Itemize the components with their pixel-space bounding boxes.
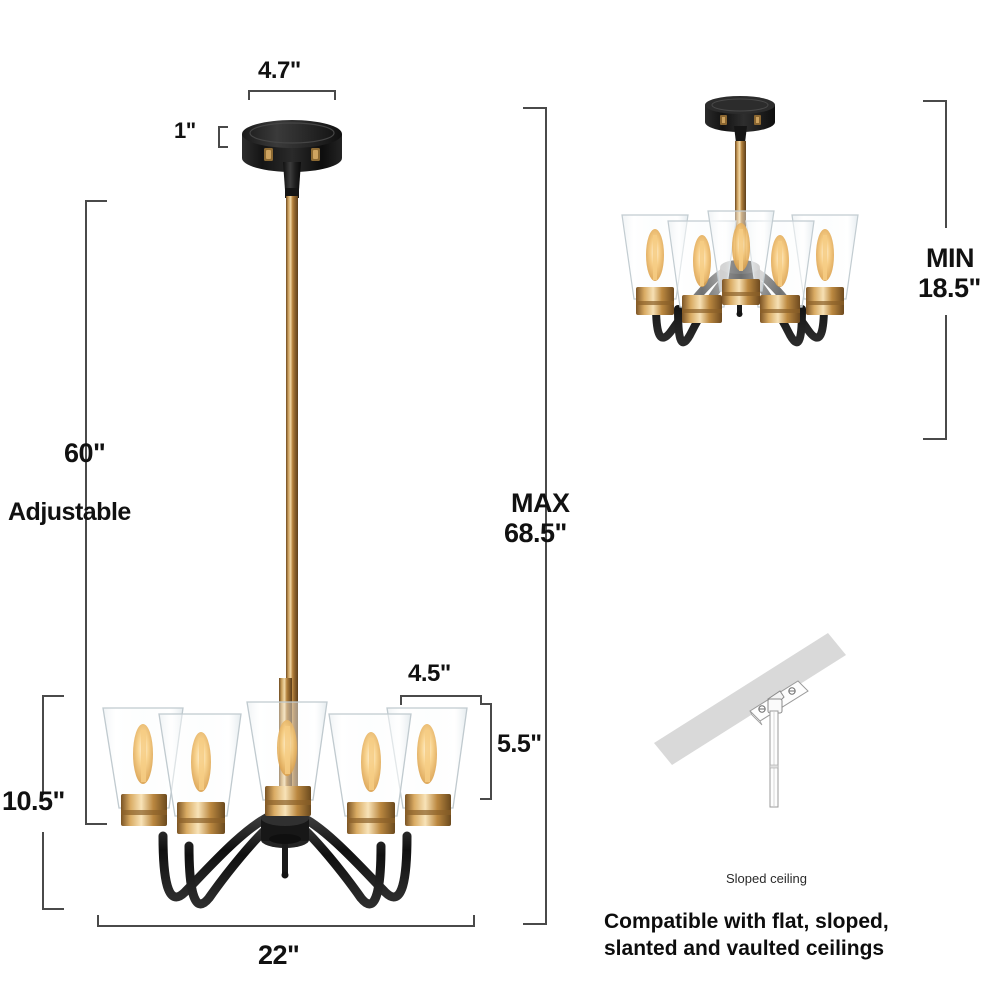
compatibility-text-line2: slanted and vaulted ceilings (604, 937, 885, 960)
canopy-height-dim-line (218, 126, 220, 148)
shade-width-tick-right (480, 695, 482, 705)
adjustable-drop-sublabel: Adjustable (8, 498, 131, 526)
canopy-width-label: 4.7" (258, 57, 301, 84)
fixture-width-label: 22" (258, 940, 300, 970)
canopy-width-tick-left (248, 90, 250, 100)
sloped-ceiling-svg (654, 633, 846, 808)
max-height-tick-bottom (523, 923, 547, 925)
fixture-height-label: 10.5" (2, 786, 65, 816)
fixture-height-tick-top (42, 695, 64, 697)
full-drop-fixture (150, 110, 430, 890)
bottom-chandelier-fixture (75, 678, 495, 918)
bottom-chandelier-svg (102, 678, 468, 909)
max-height-label-line2: 68.5" (504, 518, 567, 548)
shade-height-tick-top (480, 703, 492, 705)
shade-center (707, 210, 775, 305)
min-height-dim-line-lower (945, 315, 947, 440)
bottom-shade-right-inner (328, 713, 412, 834)
shade-height-label: 5.5" (497, 730, 542, 758)
canopy-width-dim-line (248, 90, 336, 92)
min-height-label-line1: MIN (926, 243, 975, 273)
fixture-width-dim-line (97, 925, 475, 927)
adjustable-drop-tick-top (85, 200, 107, 202)
min-height-label-line2: 18.5" (918, 273, 981, 303)
canopy-height-tick-bottom (218, 146, 228, 148)
min-height-dim-line-upper (945, 100, 947, 228)
fixture-height-dim-line-upper (42, 695, 44, 795)
canopy-height-tick-top (218, 126, 228, 128)
adjustable-drop-tick-bottom (85, 823, 107, 825)
full-drop-fixture-svg (242, 120, 342, 836)
bottom-shade-left-inner (158, 713, 242, 834)
sloped-ceiling-caption: Sloped ceiling (726, 871, 807, 886)
fixture-width-tick-right (473, 915, 475, 927)
shade-width-tick-left (400, 695, 402, 705)
min-height-fixture (560, 95, 920, 435)
bottom-shade-center (246, 701, 328, 816)
shade-width-dim-line (400, 695, 482, 697)
shade-height-tick-bottom (480, 798, 492, 800)
fixture-height-dim-line-lower (42, 832, 44, 910)
canopy-height-label: 1" (174, 118, 196, 143)
fixture-height-tick-bottom (42, 908, 64, 910)
shade-width-label: 4.5" (408, 660, 451, 687)
max-height-label-line1: MAX (511, 488, 570, 518)
canopy-width-tick-right (334, 90, 336, 100)
shade-height-dim-line (490, 703, 492, 800)
sloped-ceiling-illustration (650, 625, 920, 865)
min-height-fixture-svg (621, 96, 859, 347)
adjustable-drop-dim-line (85, 200, 87, 825)
max-height-tick-top (523, 107, 547, 109)
min-height-tick-top (923, 100, 947, 102)
min-height-tick-bottom (923, 438, 947, 440)
max-height-dim-line (545, 107, 547, 925)
adjustable-drop-label: 60" (64, 438, 106, 468)
compatibility-text-line1: Compatible with flat, sloped, (604, 910, 889, 933)
fixture-width-tick-left (97, 915, 99, 927)
